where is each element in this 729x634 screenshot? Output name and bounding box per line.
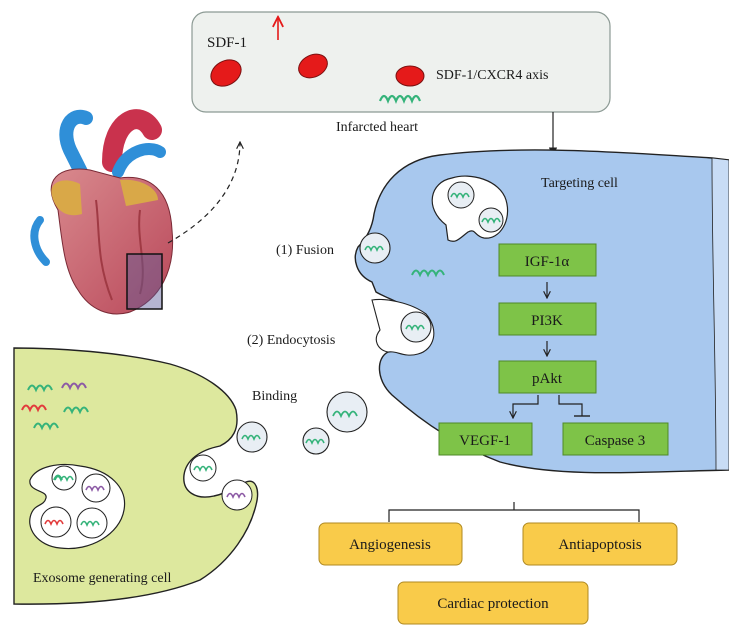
binding-label: Binding [252, 389, 297, 404]
fusion-vesicle [359, 232, 391, 264]
rna-strand [63, 406, 89, 415]
sdf1-label: SDF-1 [207, 35, 247, 51]
endocytosis-label: (2) Endocytosis [247, 333, 335, 348]
sdf1-cxcr4-axis-label: SDF-1/CXCR4 axis [436, 68, 548, 83]
outcome-box-antiapoptosis [522, 522, 678, 566]
outcome-label-cardiac-protection: Cardiac protection [437, 596, 549, 612]
exosome-cell-label: Exosome generating cell [33, 571, 172, 586]
outcome-box-angiogenesis [318, 522, 463, 566]
rna-strand [27, 384, 53, 393]
exosome-vesicle [447, 181, 475, 209]
rna-strand [44, 519, 64, 527]
targeting-cell-membrane-edge [711, 157, 729, 471]
infarcted-heart-title: Infarcted heart [336, 120, 418, 135]
infarct-region-highlight [126, 253, 163, 310]
infarcted-heart-box [191, 11, 611, 113]
inhibition-line [558, 395, 583, 416]
exosome-vesicle [478, 207, 504, 233]
dashed-connector-arrow [167, 142, 240, 244]
pathway-box-pi3k [498, 302, 597, 336]
sdf1-molecule [395, 65, 425, 87]
exosome-vesicle [189, 454, 217, 482]
exosome-vesicle [221, 479, 253, 511]
fusion-label: (1) Fusion [276, 243, 334, 258]
pathway-box-pakt [498, 360, 597, 394]
pathway-box-igf1 [498, 243, 597, 277]
sdf1-molecule [210, 59, 242, 87]
activation-arrow [513, 395, 539, 418]
sdf1-molecule [298, 53, 328, 79]
rna-strand [405, 324, 425, 332]
rna-strand [364, 245, 384, 253]
rna-strand [21, 404, 47, 413]
exosome-generating-cell: Exosome generating cell [13, 347, 259, 605]
rna-strand [61, 382, 87, 391]
rna-strand [305, 438, 325, 446]
pathway-box-vegf1 [438, 422, 533, 456]
rna-strand [193, 465, 213, 473]
outcome-box-cardiac-protection [397, 581, 589, 625]
rna-strand [53, 474, 63, 481]
heart-illustration [30, 109, 174, 315]
cxcr4-rna-strand [378, 94, 422, 104]
pathway-label-pakt: pAkt [532, 371, 563, 387]
rna-strand [481, 217, 501, 225]
outcomes: Angiogenesis Antiapoptosis Cardiac prote… [318, 502, 678, 625]
targeting-cell-label: Targeting cell [541, 176, 618, 191]
exosome-vesicle [302, 427, 330, 455]
exosome-vesicle [81, 473, 111, 503]
rna-strand [332, 410, 358, 419]
outcome-bracket [388, 502, 640, 522]
pathway-label-igf1: IGF-1α [525, 254, 570, 270]
pathway-label-vegf1: VEGF-1 [459, 433, 511, 449]
pathway-label-pi3k: PI3K [531, 313, 563, 329]
free-exosomes [236, 391, 368, 455]
outcome-label-antiapoptosis: Antiapoptosis [558, 537, 641, 553]
rna-strand [33, 422, 59, 431]
rna-strand [241, 434, 261, 442]
exosome-vesicle [51, 465, 77, 491]
rna-strand [226, 492, 246, 500]
pathway-box-caspase3 [562, 422, 669, 456]
outcome-label-angiogenesis: Angiogenesis [349, 537, 431, 553]
infarcted-heart-panel: SDF-1 SDF-1/CXCR4 axis Infarcted heart [191, 11, 611, 135]
rna-strand [80, 520, 100, 528]
rna-strand [450, 192, 470, 200]
pathway-label-caspase3: Caspase 3 [585, 433, 645, 449]
endocytosed-vesicle [400, 311, 432, 343]
rna-strand [411, 269, 445, 278]
exosome-vesicle [236, 421, 268, 453]
rna-strand [85, 485, 105, 493]
signaling-pathway: IGF-1α PI3K pAkt VEGF-1 Caspase 3 [438, 243, 669, 456]
